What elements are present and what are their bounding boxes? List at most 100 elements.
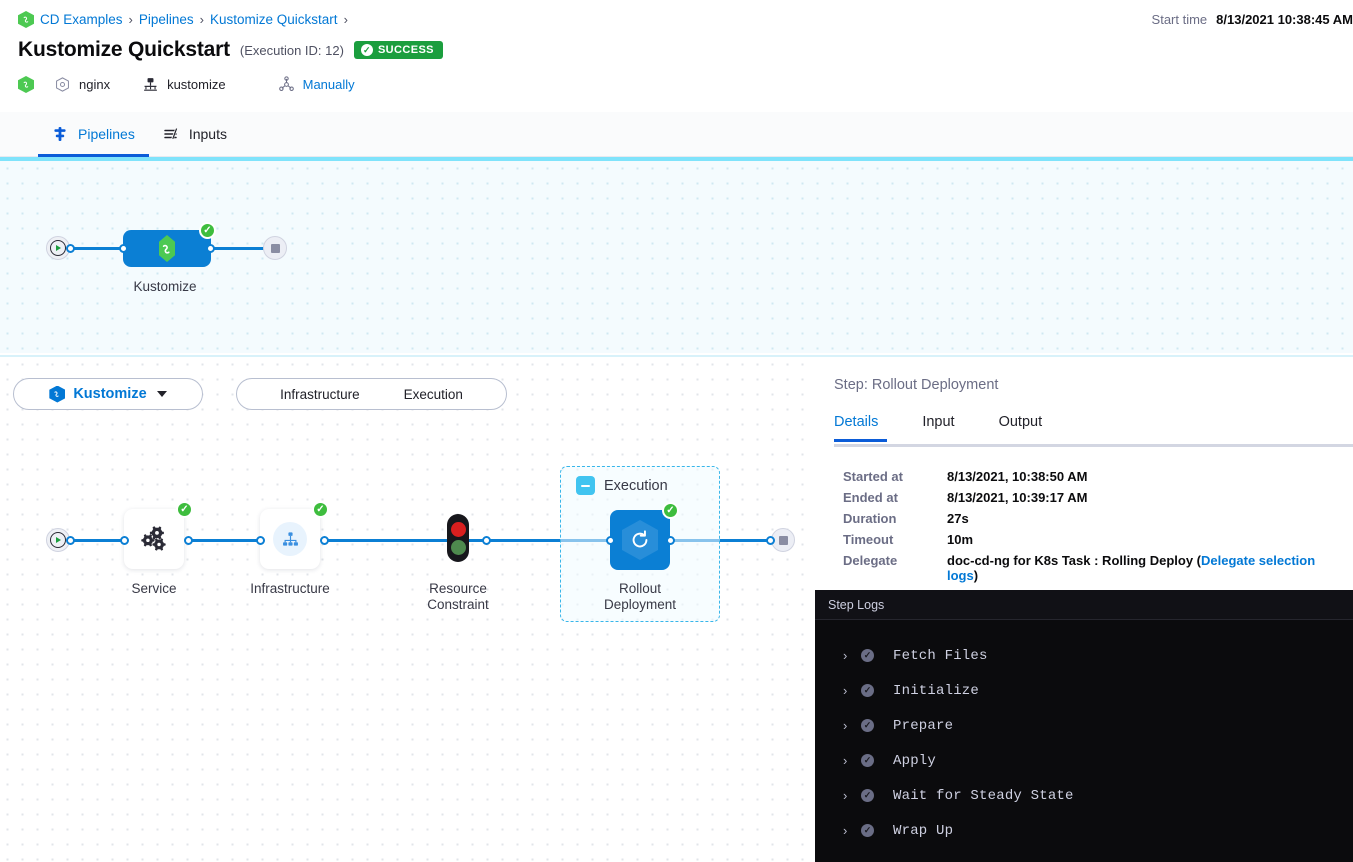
breadcrumb-item-kustomize-quickstart[interactable]: Kustomize Quickstart	[210, 12, 338, 27]
log-row-label: Initialize	[893, 682, 980, 699]
log-row[interactable]: › ✓ Fetch Files	[815, 638, 1353, 673]
log-status-icon: ✓	[861, 789, 893, 802]
delegate-text-suffix: )	[973, 568, 979, 583]
status-success-icon: ✓	[199, 222, 216, 239]
log-row[interactable]: › ✓ Wrap Up	[815, 813, 1353, 848]
meta-label-manifest: kustomize	[167, 77, 226, 92]
pipeline-end-node[interactable]	[263, 236, 287, 260]
graph-edge	[68, 539, 124, 542]
meta-item-manifest: kustomize	[142, 76, 226, 93]
chevron-right-icon[interactable]: ›	[843, 648, 848, 663]
start-time: Start time 8/13/2021 10:38:45 AM	[1152, 12, 1353, 27]
detail-value-duration: 27s	[947, 511, 969, 526]
detail-value-ended-at: 8/13/2021, 10:39:17 AM	[947, 490, 1088, 505]
graph-port	[66, 244, 75, 253]
graph-port	[66, 536, 75, 545]
stop-icon	[778, 535, 788, 545]
harness-hex-icon	[18, 76, 34, 93]
stage-node-service[interactable]: ✓	[124, 501, 193, 569]
log-row[interactable]: › ✓ Wait for Steady State	[815, 778, 1353, 813]
main-tabs: Pipelines Inputs	[0, 112, 1353, 157]
step-details-title: Step: Rollout Deployment	[834, 377, 999, 393]
breadcrumb-separator-icon: ›	[343, 12, 348, 27]
graph-port	[120, 536, 129, 545]
breadcrumb-separator-icon: ›	[199, 12, 205, 27]
detail-key-ended-at: Ended at	[843, 490, 898, 505]
chevron-right-icon[interactable]: ›	[843, 718, 848, 733]
chevron-down-icon	[156, 391, 167, 397]
meta-item-trigger[interactable]: Manually	[278, 76, 355, 93]
pipeline-graph-canvas[interactable]: ✓ Kustomize	[0, 157, 1353, 353]
stage-start-node[interactable]	[46, 528, 70, 552]
inputs-icon	[164, 127, 178, 140]
detail-key-delegate: Delegate	[843, 553, 898, 568]
tab-details[interactable]: Details	[834, 414, 888, 442]
stage-selector-kustomize[interactable]: Kustomize	[13, 378, 203, 410]
chevron-right-icon[interactable]: ›	[843, 683, 848, 698]
graph-edge	[668, 539, 784, 542]
detail-key-timeout: Timeout	[843, 532, 894, 547]
stage-node-rollout-deployment[interactable]: ✓	[610, 502, 679, 570]
meta-label-service: nginx	[79, 77, 111, 92]
log-row-label: Wrap Up	[893, 822, 954, 839]
tab-input[interactable]: Input	[922, 414, 955, 430]
log-row-label: Prepare	[893, 717, 954, 734]
log-row[interactable]: › ✓ Prepare	[815, 708, 1353, 743]
hexagon-outline-icon	[56, 77, 69, 92]
breadcrumb: CD Examples › Pipelines › Kustomize Quic…	[18, 11, 348, 28]
chevron-right-icon[interactable]: ›	[843, 823, 848, 838]
collapse-minus-icon[interactable]	[576, 476, 595, 495]
breadcrumb-item-pipelines[interactable]: Pipelines	[138, 12, 194, 27]
graph-port	[320, 536, 329, 545]
meta-label-trigger[interactable]: Manually	[302, 77, 355, 92]
status-success-icon: ✓	[176, 501, 193, 518]
tab-inputs-label: Inputs	[188, 126, 227, 142]
stage-node-label-service: Service	[131, 581, 177, 596]
pipeline-icon	[54, 127, 66, 141]
log-row[interactable]: › ✓ Initialize	[815, 673, 1353, 708]
log-status-icon: ✓	[861, 824, 893, 837]
stage-section-execution[interactable]: Execution	[403, 386, 463, 402]
graph-port	[119, 244, 128, 253]
traffic-light-green-icon	[450, 539, 466, 555]
stage-end-node[interactable]	[771, 528, 795, 552]
tab-pipelines-label: Pipelines	[78, 126, 135, 142]
stage-node-infrastructure[interactable]: ✓	[260, 501, 329, 569]
stage-node-resource-constraint[interactable]	[447, 514, 469, 562]
chevron-right-icon[interactable]: ›	[843, 753, 848, 768]
log-status-icon: ✓	[861, 649, 893, 662]
tab-output[interactable]: Output	[998, 414, 1043, 430]
stage-selector-label: Kustomize	[73, 386, 147, 402]
stage-graph-canvas[interactable]: Kustomize Infrastructure Execution	[0, 355, 815, 862]
log-status-icon: ✓	[861, 684, 893, 697]
stage-section-infrastructure[interactable]: Infrastructure	[280, 386, 360, 402]
graph-port	[606, 536, 615, 545]
tab-inputs[interactable]: Inputs	[149, 112, 241, 156]
start-time-label: Start time	[1151, 12, 1208, 27]
log-status-icon: ✓	[861, 719, 893, 732]
graph-edge	[208, 247, 270, 250]
execution-group-title: Execution	[604, 477, 668, 494]
service-gears-icon	[140, 525, 166, 550]
chevron-right-icon[interactable]: ›	[843, 788, 848, 803]
stage-node-kustomize[interactable]: ✓	[123, 222, 216, 267]
graph-edge	[322, 539, 462, 542]
stage-node-label: Kustomize	[133, 279, 197, 294]
harness-hex-icon	[49, 385, 66, 403]
delegate-selection-logs-link[interactable]: Delegate selection logs	[947, 553, 1316, 583]
check-circle-icon: ✓	[360, 44, 373, 56]
status-badge-label: SUCCESS	[377, 44, 434, 56]
detail-key-duration: Duration	[843, 511, 897, 526]
tab-pipelines[interactable]: Pipelines	[38, 112, 149, 157]
status-success-icon: ✓	[662, 502, 679, 519]
step-details-list: Started at 8/13/2021, 10:38:50 AM Ended …	[843, 469, 1343, 583]
graph-edge	[462, 539, 612, 542]
breadcrumb-item-cd-examples[interactable]: CD Examples	[40, 12, 123, 27]
graph-port	[206, 244, 215, 253]
kustomize-icon	[144, 78, 158, 91]
execution-group-header[interactable]: Execution	[576, 476, 668, 495]
log-row-label: Wait for Steady State	[893, 787, 1074, 804]
graph-port	[666, 536, 675, 545]
log-row[interactable]: › ✓ Apply	[815, 743, 1353, 778]
